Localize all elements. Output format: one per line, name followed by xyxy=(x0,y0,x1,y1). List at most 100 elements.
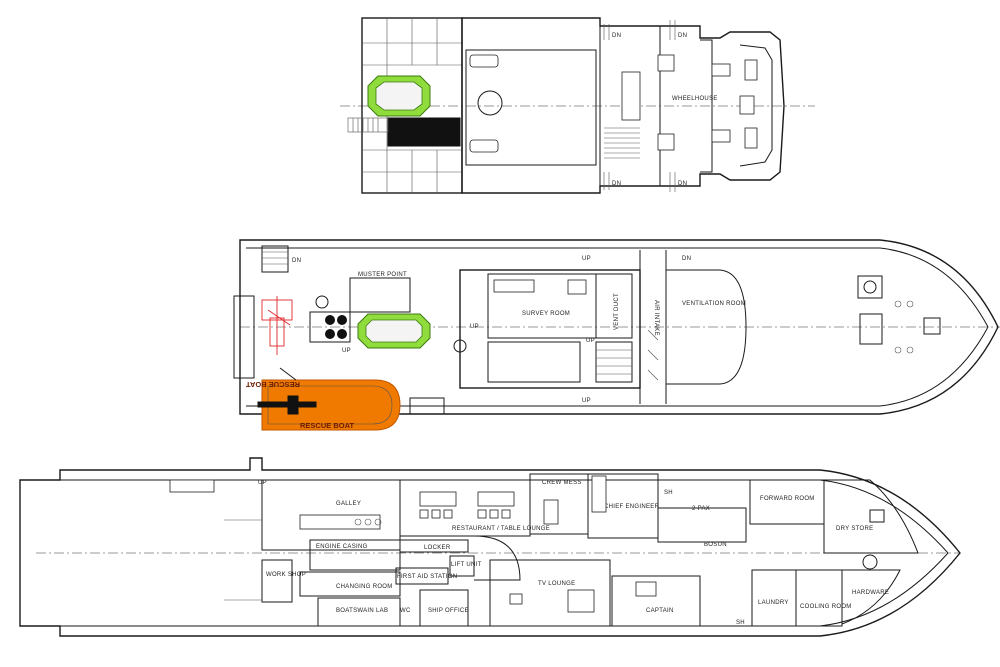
work-shop-label: WORK SHOP xyxy=(266,572,306,578)
up-label-main-2: UP xyxy=(586,338,595,344)
hardware-store xyxy=(841,569,901,625)
table-2 xyxy=(477,491,515,507)
rescue-boat: RESCUE BOAT RESCUE BOAT xyxy=(246,379,401,431)
chief-engineer-label: CHIEF ENGINEER xyxy=(604,504,660,510)
air-intake-label: AIR INTAKE xyxy=(653,300,659,336)
changing-room-label: CHANGING ROOM xyxy=(336,584,393,590)
bridge-chair-2 xyxy=(711,129,731,143)
first-aid-label: FIRST AID STATION xyxy=(397,574,457,580)
muster-bench xyxy=(309,311,351,343)
windlass-drum xyxy=(863,280,877,294)
forward-hatch xyxy=(869,509,885,523)
ventilation-room xyxy=(666,269,747,385)
muster-seats xyxy=(325,315,347,339)
ventilation-room-label: VENTILATION ROOM xyxy=(682,301,746,307)
main-deck: DN MUSTER POINT UP RESCUE BOAT RESC xyxy=(233,239,1000,431)
chief-bed xyxy=(591,475,607,513)
deck-box xyxy=(409,397,445,415)
galley-counter xyxy=(299,514,381,530)
muster-point-area xyxy=(349,277,411,313)
boat-console xyxy=(287,395,299,415)
lower-deck: GALLEY ENGINE CASING WORK SHOP CHANGING … xyxy=(19,457,961,637)
chain-locker xyxy=(859,313,883,345)
bosun-label: BOSUN xyxy=(704,542,727,548)
up-label-main-4: UP xyxy=(582,256,591,262)
forward-room xyxy=(749,479,825,525)
boatswain-lab xyxy=(317,597,401,627)
chain-pipe xyxy=(862,554,878,570)
locker xyxy=(399,539,469,553)
dn-label-main-2: DN xyxy=(682,256,691,262)
dn-label-4: DN xyxy=(678,181,687,187)
wc-label: WC xyxy=(400,608,411,614)
cooling-room-label: COOLING ROOM xyxy=(800,604,852,610)
bridge-chair-port xyxy=(657,54,675,72)
up-label-main-3: UP xyxy=(470,324,479,330)
up-label-main-1: UP xyxy=(342,348,351,354)
dn-label-main: DN xyxy=(292,258,301,264)
bridge-bulkhead xyxy=(700,39,713,173)
rescue-boat-label-2: RESCUE BOAT xyxy=(300,421,354,430)
engine-casing xyxy=(309,539,401,571)
tv-lounge xyxy=(489,559,611,627)
console-aft xyxy=(621,71,641,121)
windlass-box xyxy=(857,275,883,299)
tv-sofa xyxy=(567,589,595,613)
ship-office xyxy=(419,589,469,627)
table-1 xyxy=(419,491,457,507)
main-deck-stair xyxy=(595,341,633,383)
engine-casing-label: ENGINE CASING xyxy=(316,544,368,550)
crew-mess-label: CREW MESS xyxy=(542,480,582,486)
survey-room-label: SURVEY ROOM xyxy=(522,311,570,317)
forepeak-hatch xyxy=(923,317,941,335)
rescue-boat-label-1: RESCUE BOAT xyxy=(246,380,300,389)
main-deck-inner-hull xyxy=(246,247,989,407)
top-deck: WHEELHOUSE DN DN DN DN xyxy=(340,17,815,194)
aft-stair xyxy=(261,245,289,273)
bridge-chair-stbd xyxy=(657,133,675,151)
hardware-label: HARDWARE xyxy=(852,590,889,596)
captain-cabin xyxy=(611,575,701,627)
boarding-ladder xyxy=(347,117,389,133)
pax-label: 2 PAX xyxy=(692,506,710,512)
tv-chair-1 xyxy=(509,593,523,605)
dry-store-label: DRY STORE xyxy=(836,526,873,532)
first-aid-station xyxy=(395,567,449,585)
main-deck-mess xyxy=(487,341,581,383)
captain-bed xyxy=(635,581,657,597)
stair-curve xyxy=(473,535,521,581)
laundry-label: LAUNDRY xyxy=(758,600,789,606)
cooling-room xyxy=(795,569,843,627)
bridge-console-stbd xyxy=(744,127,758,149)
chief-engineer xyxy=(587,473,659,539)
vent-duct-label: VENT DUCT xyxy=(614,293,620,330)
skylight-2 xyxy=(469,139,499,153)
survey-desk xyxy=(493,279,535,293)
bridge-chair-1 xyxy=(711,63,731,77)
stern-platform xyxy=(233,295,255,379)
lift-unit-label: LIFT UNIT xyxy=(451,562,482,568)
rescue-boat-davit xyxy=(261,296,293,355)
aft-bench xyxy=(169,479,215,493)
dn-label-1: DN xyxy=(612,33,621,39)
dn-label-3: DN xyxy=(612,181,621,187)
bridge-console-center xyxy=(739,95,755,115)
locker-label: LOCKER xyxy=(424,545,451,551)
main-deck-hull-outline xyxy=(239,239,999,415)
pax-cabin xyxy=(657,507,747,543)
tv-lounge-label: TV LOUNGE xyxy=(538,581,575,587)
air-intake-dashes xyxy=(647,329,659,381)
lower-deck-hull-outline xyxy=(19,457,961,637)
bollard xyxy=(315,295,329,309)
captain-label: CAPTAIN xyxy=(646,608,674,614)
survey-chair xyxy=(567,279,587,295)
aft-frames xyxy=(224,519,262,601)
up-label-main-5: UP xyxy=(582,398,591,404)
galley-label: GALLEY xyxy=(336,501,361,507)
laundry xyxy=(751,569,797,627)
chairs xyxy=(419,509,511,519)
boatswain-label: BOATSWAIN LAB xyxy=(336,608,388,614)
sh-label: SH xyxy=(664,490,673,496)
ship-office-label: SHIP OFFICE xyxy=(428,608,469,614)
